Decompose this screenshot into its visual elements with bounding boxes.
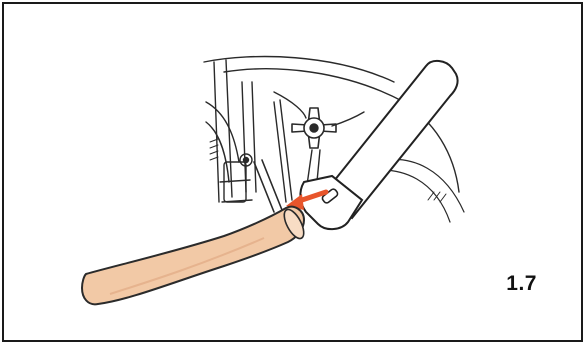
handlebar-tube <box>300 61 457 229</box>
assembly-illustration <box>74 42 474 322</box>
foam-grip <box>82 207 308 305</box>
step-number: 1.7 <box>506 272 537 296</box>
instruction-panel: 1.7 <box>2 2 583 342</box>
